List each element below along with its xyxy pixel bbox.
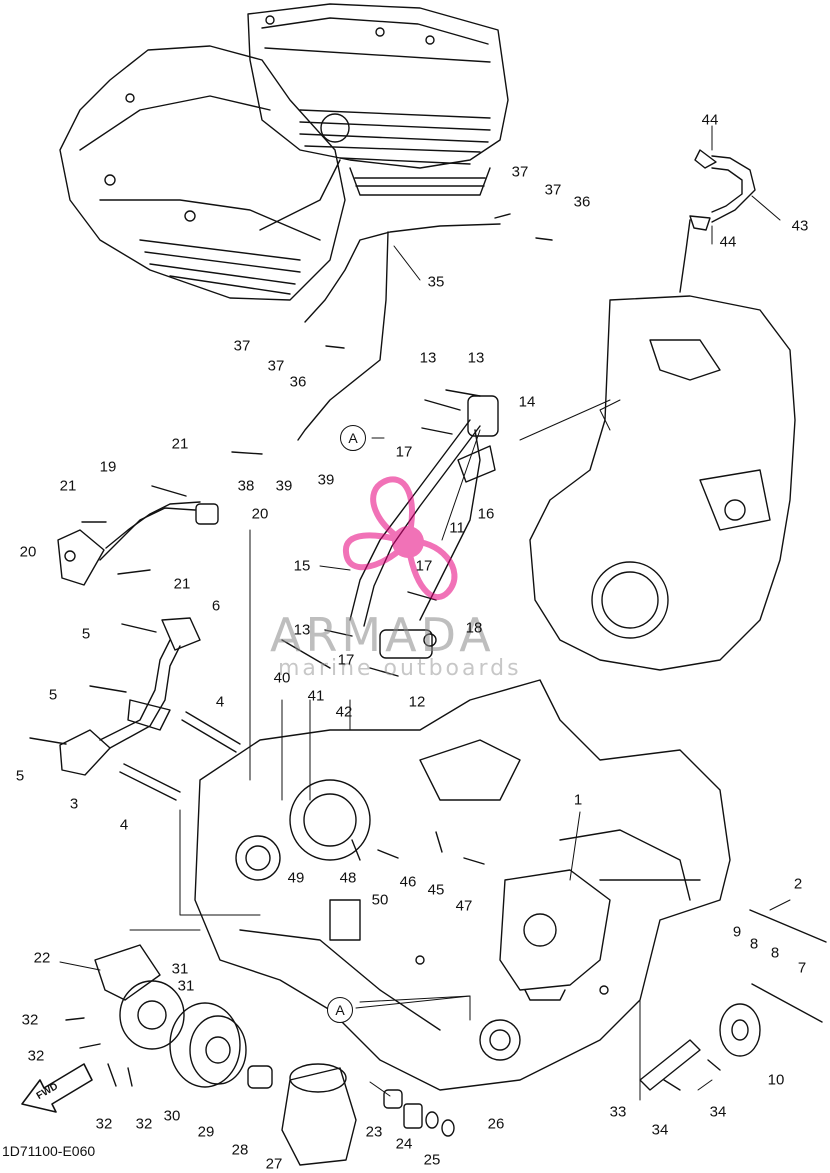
callout-11: 11: [449, 519, 465, 537]
callout-45: 45: [427, 881, 445, 899]
callout-13b: 13: [467, 349, 485, 367]
callout-32b: 32: [27, 1047, 45, 1065]
bolts: [29, 237, 827, 1091]
callout-20a: 20: [251, 505, 269, 523]
callout-34a: 34: [651, 1121, 669, 1139]
callout-36a: 36: [573, 193, 591, 211]
callout-14: 14: [518, 393, 536, 411]
callout-27: 27: [265, 1155, 283, 1173]
leader-lines: [59, 125, 791, 1101]
callout-24: 24: [395, 1135, 413, 1153]
callout-37c: 37: [233, 337, 251, 355]
callout-42: 42: [335, 703, 353, 721]
callout-37b: 37: [544, 181, 562, 199]
callout-44b: 44: [719, 233, 737, 251]
callout-8a: 8: [749, 935, 759, 953]
callout-13a: 13: [419, 349, 437, 367]
callout-3: 3: [69, 795, 79, 813]
callout-44a: 44: [701, 111, 719, 129]
callout-20b: 20: [19, 543, 37, 561]
callout-34b: 34: [709, 1103, 727, 1121]
oil-filter-assembly: [94, 944, 455, 1166]
pipe-35: [297, 213, 511, 441]
callout-31a: 31: [171, 960, 189, 978]
callout-37d: 37: [267, 357, 285, 375]
front-cylinder-head: [59, 45, 346, 301]
strainer-4: [119, 711, 241, 801]
callout-39b: 39: [317, 471, 335, 489]
callout-15: 15: [293, 557, 311, 575]
callout-17c: 17: [337, 651, 355, 669]
callout-32a: 32: [21, 1011, 39, 1029]
callout-26: 26: [487, 1115, 505, 1133]
main-crankcase: [194, 679, 731, 1091]
callout-5b: 5: [48, 686, 58, 704]
callout-21a: 21: [171, 435, 189, 453]
callout-4a: 4: [215, 693, 225, 711]
callout-38: 38: [237, 477, 255, 495]
callout-47: 47: [455, 897, 473, 915]
callout-21b: 21: [59, 477, 77, 495]
callout-9: 9: [732, 923, 742, 941]
callout-46: 46: [399, 873, 417, 891]
callout-18: 18: [465, 619, 483, 637]
callout-50: 50: [371, 891, 389, 909]
callout-23: 23: [365, 1123, 383, 1141]
hose-43: [689, 149, 756, 231]
callout-37a: 37: [511, 163, 529, 181]
callout-40: 40: [273, 669, 291, 687]
reference-marker-a-top: A: [340, 425, 366, 451]
callout-28: 28: [231, 1141, 249, 1159]
callout-39a: 39: [275, 477, 293, 495]
callout-36b: 36: [289, 373, 307, 391]
callout-29: 29: [197, 1123, 215, 1141]
callout-7: 7: [797, 959, 807, 977]
callout-21c: 21: [173, 575, 191, 593]
oil-pump: [499, 869, 611, 1001]
callout-1: 1: [573, 791, 583, 809]
callout-43: 43: [791, 217, 809, 235]
oil-delivery-3: [59, 617, 201, 776]
callout-32c: 32: [95, 1115, 113, 1133]
oil-pipe-19: [57, 501, 219, 586]
callout-6: 6: [211, 597, 221, 615]
callout-17b: 17: [415, 557, 433, 575]
callout-8b: 8: [770, 944, 780, 962]
diagram-code: 1D71100-E060: [2, 1143, 96, 1159]
callout-49: 49: [287, 869, 305, 887]
callout-10: 10: [767, 1071, 785, 1089]
callout-41: 41: [307, 687, 325, 705]
callout-33: 33: [609, 1103, 627, 1121]
reference-a-lines: [355, 437, 471, 1009]
callout-35: 35: [427, 273, 445, 291]
callout-31b: 31: [177, 977, 195, 995]
reference-marker-a-bottom: A: [327, 997, 353, 1023]
callout-30: 30: [163, 1107, 181, 1125]
callout-19: 19: [99, 458, 117, 476]
rear-cylinder-head: [247, 3, 509, 196]
callout-32d: 32: [135, 1115, 153, 1133]
callout-13c: 13: [293, 621, 311, 639]
fwd-arrow-icon: [21, 1063, 93, 1113]
callout-22: 22: [33, 949, 51, 967]
callout-5c: 5: [15, 767, 25, 785]
callout-12: 12: [408, 693, 426, 711]
callout-48: 48: [339, 869, 357, 887]
drive-sprocket-10: [639, 1003, 761, 1091]
callout-17a: 17: [395, 443, 413, 461]
callout-2: 2: [793, 875, 803, 893]
callout-4b: 4: [119, 816, 129, 834]
callout-5a: 5: [81, 625, 91, 643]
crankcase-right-upper: [529, 219, 796, 671]
callout-25: 25: [423, 1151, 441, 1169]
callout-16: 16: [477, 505, 495, 523]
